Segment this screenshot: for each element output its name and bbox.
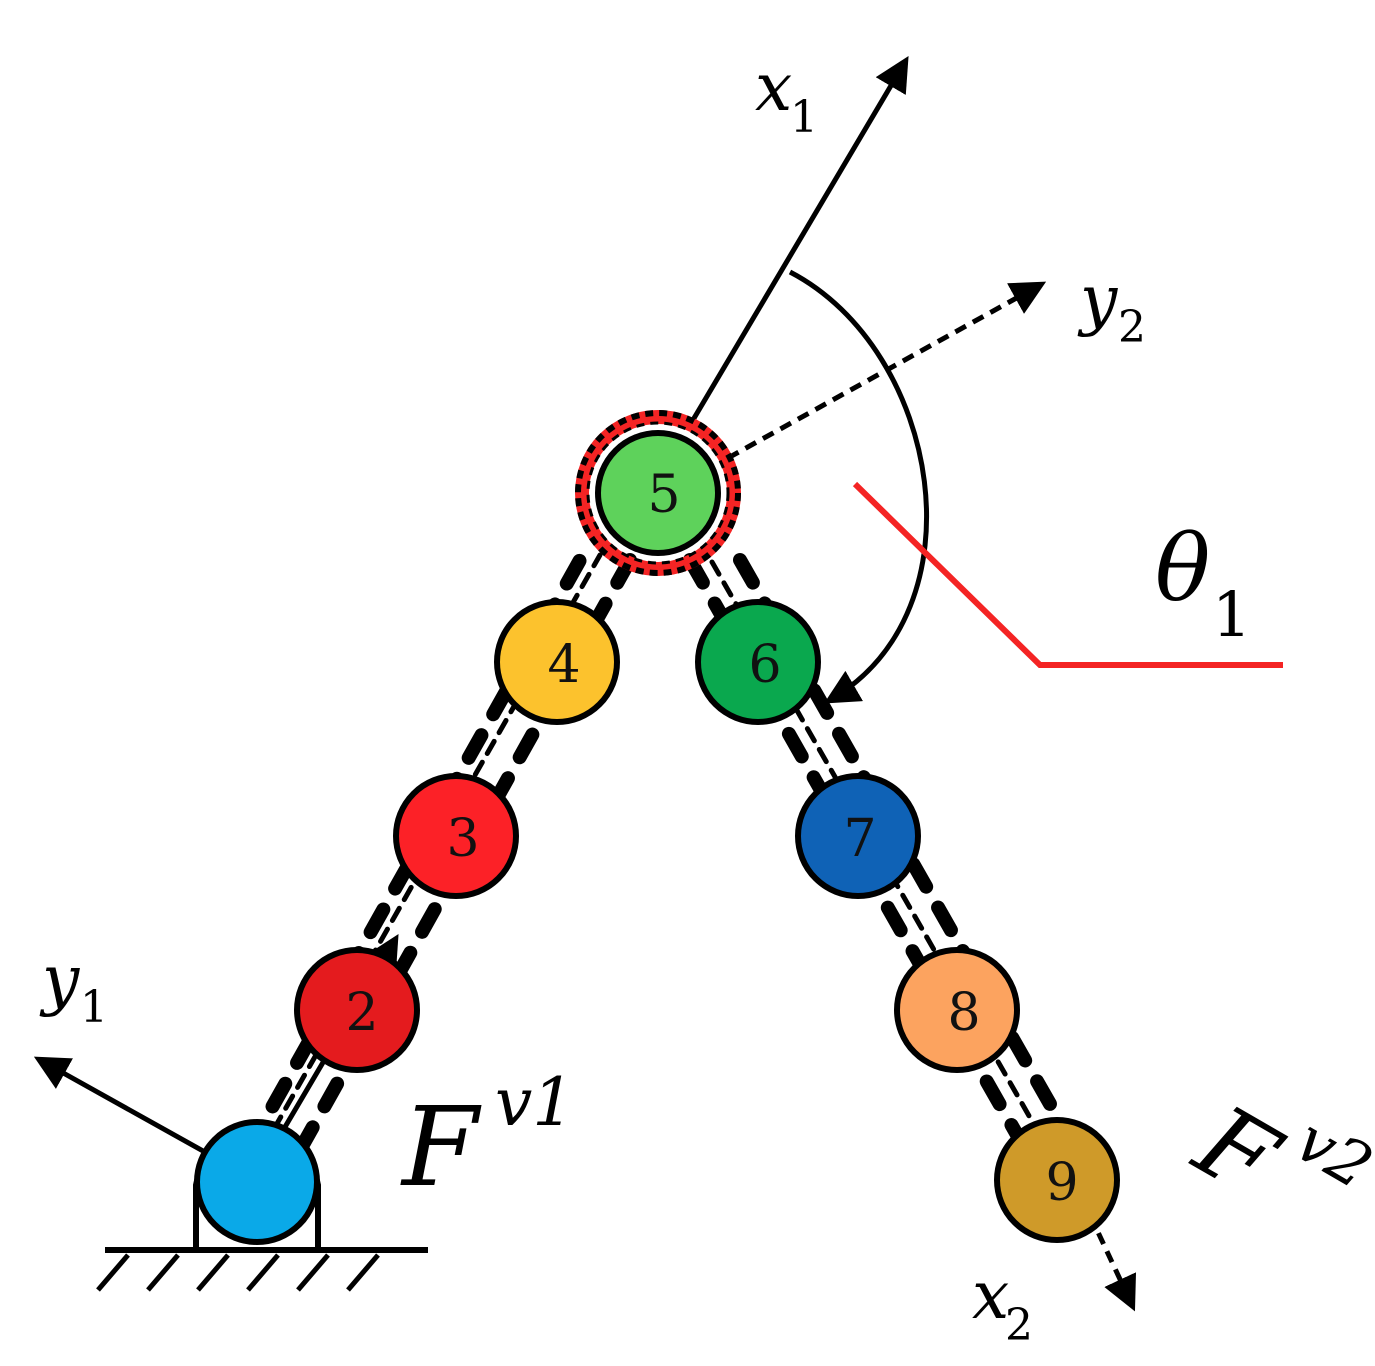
- svg-text:θ: θ: [1155, 515, 1210, 622]
- node-4: 4: [494, 599, 620, 725]
- node-6-circle: [695, 599, 821, 725]
- y1-label: y 1: [39, 941, 108, 1033]
- x2-label: x 2: [972, 1257, 1033, 1351]
- x2-axis-arrow: [1087, 1213, 1137, 1312]
- angle-arc: [788, 269, 930, 704]
- node-6: 6: [695, 599, 821, 725]
- svg-text:x: x: [972, 1257, 1009, 1334]
- node-2-label: 2: [345, 983, 378, 1043]
- y2-axis-arrow: [726, 281, 1047, 461]
- node-7: 7: [795, 773, 921, 899]
- node-4-circle: [494, 599, 620, 725]
- svg-text:y: y: [39, 941, 80, 1018]
- node-8-label: 8: [947, 983, 980, 1043]
- node-2: 2: [294, 947, 420, 1073]
- node-8-circle: [894, 947, 1020, 1073]
- svg-text:1: 1: [1212, 578, 1251, 651]
- x1-label: x 1: [755, 49, 818, 143]
- svg-text:F: F: [400, 1083, 482, 1211]
- svg-text:v2: v2: [1284, 1103, 1375, 1203]
- theta1-label: θ 1: [1155, 515, 1251, 651]
- node-2-circle: [294, 947, 420, 1073]
- node-4-label: 4: [547, 635, 580, 695]
- svg-text:y: y: [1077, 261, 1118, 338]
- node-6-label: 6: [748, 635, 781, 695]
- svg-text:1: 1: [790, 92, 818, 143]
- svg-text:1: 1: [80, 982, 108, 1033]
- force-fv1-label: F v1: [400, 1064, 574, 1211]
- node-9-circle: [994, 1117, 1120, 1243]
- svg-text:x: x: [755, 49, 792, 126]
- node-9-label: 9: [1045, 1153, 1078, 1213]
- svg-text:2: 2: [1005, 1300, 1033, 1351]
- angle-pointer-line: [852, 481, 1283, 668]
- node-5-circle: [595, 430, 721, 556]
- node-5: 5: [595, 430, 721, 556]
- svg-text:2: 2: [1118, 302, 1146, 353]
- node-1-circle: [194, 1119, 320, 1245]
- y2-label: y 2: [1077, 261, 1146, 353]
- node-5-label: 5: [647, 465, 680, 525]
- node-3: 3: [393, 773, 519, 899]
- node-7-label: 7: [843, 809, 876, 869]
- node5-highlight-ring: [575, 410, 741, 576]
- node-3-label: 3: [446, 809, 479, 869]
- node-9: 9: [994, 1117, 1120, 1243]
- node-3-circle: [393, 773, 519, 899]
- node-1: [194, 1119, 320, 1245]
- svg-text:F: F: [1176, 1082, 1299, 1221]
- force-fv2-label: F v2: [1176, 1082, 1375, 1221]
- svg-text:v1: v1: [495, 1064, 574, 1141]
- node-7-circle: [795, 773, 921, 899]
- node-8: 8: [894, 947, 1020, 1073]
- x1-axis-arrow: [687, 55, 909, 427]
